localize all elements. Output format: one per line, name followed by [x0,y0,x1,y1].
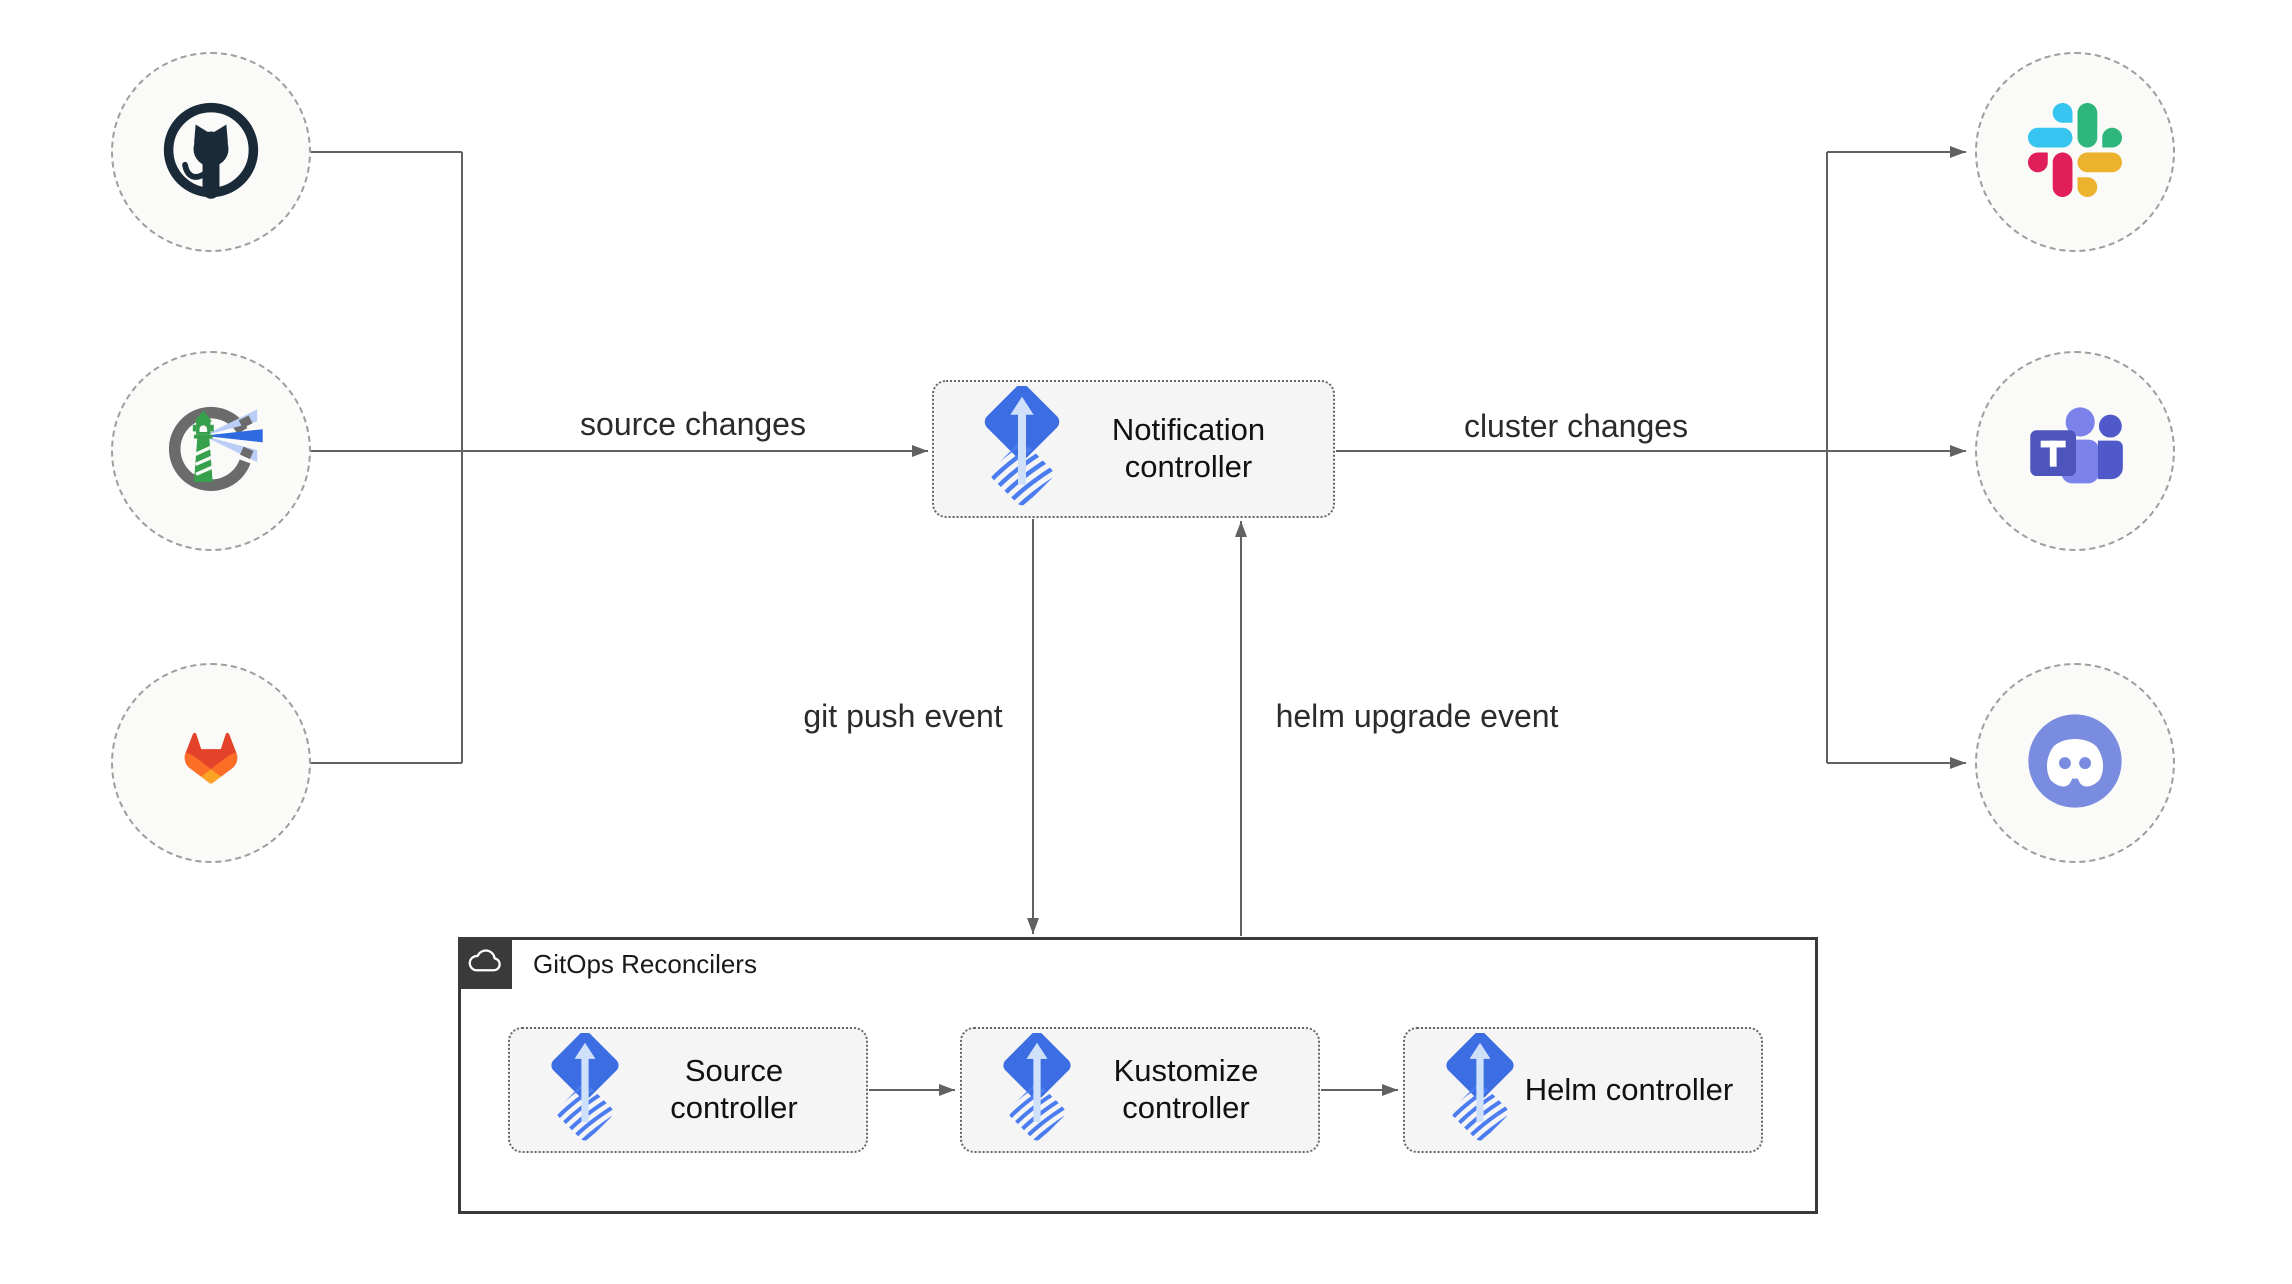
target-node-teams [1975,351,2175,551]
harbor-icon [156,394,266,509]
gitops-reconcilers-container: GitOps Reconcilers [458,937,1818,1214]
node-source-controller: Source controller [508,1027,868,1153]
flux-icon [994,1031,1080,1148]
node-label: Kustomize controller [1113,1053,1259,1125]
edge-label-cluster-changes: cluster changes [1459,408,1693,445]
container-badge [458,937,512,989]
node-kustomize-controller: Kustomize controller [960,1027,1320,1153]
node-notification-controller: Notification controller [932,380,1335,518]
target-node-discord [1975,663,2175,863]
edge-label-git-push-event: git push event [799,698,1007,735]
flux-icon [1437,1031,1523,1148]
edge-label-helm-upgrade-event: helm upgrade event [1271,698,1563,735]
gitlab-icon [159,709,263,818]
flux-icon [974,384,1070,513]
source-node-gitlab [111,663,311,863]
target-node-slack [1975,52,2175,252]
slack-icon [2028,102,2122,202]
teams-icon [2023,401,2127,502]
source-node-github [111,52,311,252]
node-label: Source controller [670,1053,798,1125]
cloud-icon [467,948,503,979]
container-label: GitOps Reconcilers [533,949,757,979]
edge-label-source-changes: source changes [576,406,810,443]
source-node-harbor [111,351,311,551]
github-icon [158,97,264,208]
node-helm-controller: Helm controller [1403,1027,1763,1153]
discord-icon [2022,708,2128,819]
flux-icon [542,1031,628,1148]
node-label: Notification controller [1111,412,1266,484]
node-label: Helm controller [1524,1071,1734,1107]
